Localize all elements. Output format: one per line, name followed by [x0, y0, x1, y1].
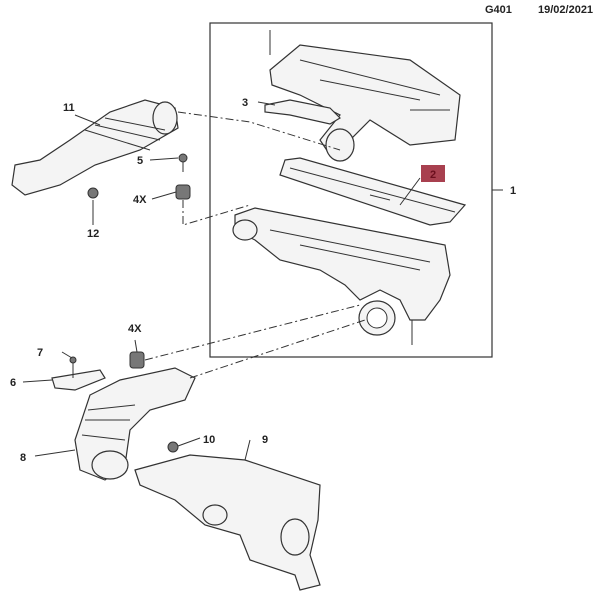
- bracket[interactable]: [51, 369, 106, 391]
- diagram-date: 19/02/2021: [538, 4, 594, 16]
- callout-7[interactable]: 7: [37, 347, 43, 359]
- callout-6[interactable]: 6: [10, 377, 16, 389]
- air-filter-housing[interactable]: [232, 207, 451, 345]
- callout-10[interactable]: 10: [203, 434, 215, 446]
- callout-9[interactable]: 9: [262, 434, 268, 446]
- fastener[interactable]: [167, 441, 179, 453]
- screw[interactable]: [178, 153, 188, 172]
- callout-12[interactable]: 12: [87, 228, 99, 240]
- callout-5[interactable]: 5: [137, 155, 143, 167]
- corrugated-hose[interactable]: [74, 367, 196, 481]
- callout-4x-upper[interactable]: 4X: [133, 194, 147, 206]
- air-filter-cover[interactable]: [269, 30, 461, 162]
- clip[interactable]: [87, 187, 99, 199]
- callout-4x-lower[interactable]: 4X: [128, 323, 142, 335]
- callout-3[interactable]: 3: [242, 97, 248, 109]
- callout-8[interactable]: 8: [20, 452, 26, 464]
- filter-element[interactable]: [279, 157, 467, 226]
- intake-resonator[interactable]: [134, 454, 321, 591]
- callout-1[interactable]: 1: [510, 185, 516, 197]
- diagram-code: G401: [485, 4, 512, 16]
- callout-2[interactable]: 2: [430, 169, 436, 181]
- air-intake-duct[interactable]: [11, 99, 179, 196]
- grommet-lower[interactable]: [129, 351, 145, 369]
- grommet-upper[interactable]: [175, 184, 191, 200]
- bolt[interactable]: [69, 356, 77, 378]
- callout-11[interactable]: 11: [63, 102, 75, 114]
- callout-2-highlight: [421, 165, 445, 182]
- mass-airflow-sensor[interactable]: [264, 99, 341, 125]
